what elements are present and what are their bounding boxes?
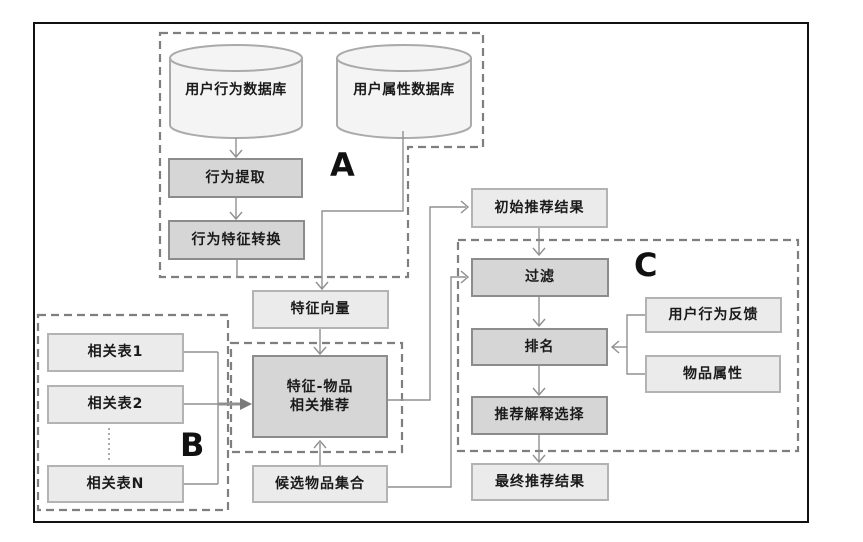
node-candidate-items: 候选物品集合 bbox=[252, 465, 388, 503]
feature-item-dashed-border bbox=[229, 341, 404, 454]
node-feature-vector: 特征向量 bbox=[252, 290, 389, 329]
edge-feedback-bus bbox=[626, 314, 645, 375]
group-a-dashed-border bbox=[158, 31, 485, 279]
arrowhead-down-icon bbox=[229, 149, 243, 159]
node-user-feedback: 用户行为反馈 bbox=[645, 297, 782, 333]
edge-featureitem-initial bbox=[388, 206, 466, 401]
arrowhead-left-icon bbox=[610, 340, 620, 354]
node-behavior-extract: 行为提取 bbox=[168, 158, 303, 198]
node-related-table-2: 相关表2 bbox=[47, 385, 184, 424]
node-related-table-1: 相关表1 bbox=[47, 333, 184, 372]
node-behavior-feature-convert: 行为特征转换 bbox=[168, 220, 305, 260]
arrowhead-right-icon bbox=[460, 270, 470, 284]
group-c-dashed-border bbox=[456, 238, 800, 453]
node-filter: 过滤 bbox=[471, 258, 609, 297]
attribute-db-cylinder-icon bbox=[336, 44, 472, 139]
group-b-label: B bbox=[180, 426, 205, 464]
arrowhead-down-icon bbox=[532, 247, 546, 257]
behavior-db-label: 用户行为数据库 bbox=[185, 82, 287, 98]
arrowhead-down-icon bbox=[229, 211, 243, 221]
attribute-db-label: 用户属性数据库 bbox=[353, 82, 455, 98]
node-feature-item-rec: 特征-物品 相关推荐 bbox=[252, 355, 388, 438]
arrowhead-down-icon bbox=[315, 281, 329, 291]
edge-attributedb-featurevector bbox=[321, 131, 404, 288]
node-related-table-n: 相关表N bbox=[47, 465, 184, 503]
arrowhead-down-icon bbox=[532, 387, 546, 397]
group-a-label: A bbox=[330, 146, 355, 184]
node-initial-results: 初始推荐结果 bbox=[471, 188, 608, 228]
arrowhead-filled-right-icon bbox=[240, 398, 252, 410]
node-ranking: 排名 bbox=[471, 328, 608, 366]
group-b-dashed-border bbox=[36, 313, 230, 512]
arrowhead-down-icon bbox=[313, 346, 327, 356]
behavior-db-cylinder-icon bbox=[169, 44, 303, 139]
connector-lines bbox=[108, 131, 645, 488]
node-final-results: 最终推荐结果 bbox=[471, 463, 609, 501]
group-c-label: C bbox=[634, 246, 658, 284]
arrowhead-down-icon bbox=[532, 318, 546, 328]
arrowhead-down-icon bbox=[532, 454, 546, 464]
edge-candidate-filter bbox=[388, 276, 466, 488]
node-explanation-select: 推荐解释选择 bbox=[471, 396, 608, 435]
arrowhead-right-icon bbox=[460, 200, 470, 214]
arrowhead-up-icon bbox=[313, 439, 327, 449]
node-item-attributes: 物品属性 bbox=[645, 355, 781, 393]
